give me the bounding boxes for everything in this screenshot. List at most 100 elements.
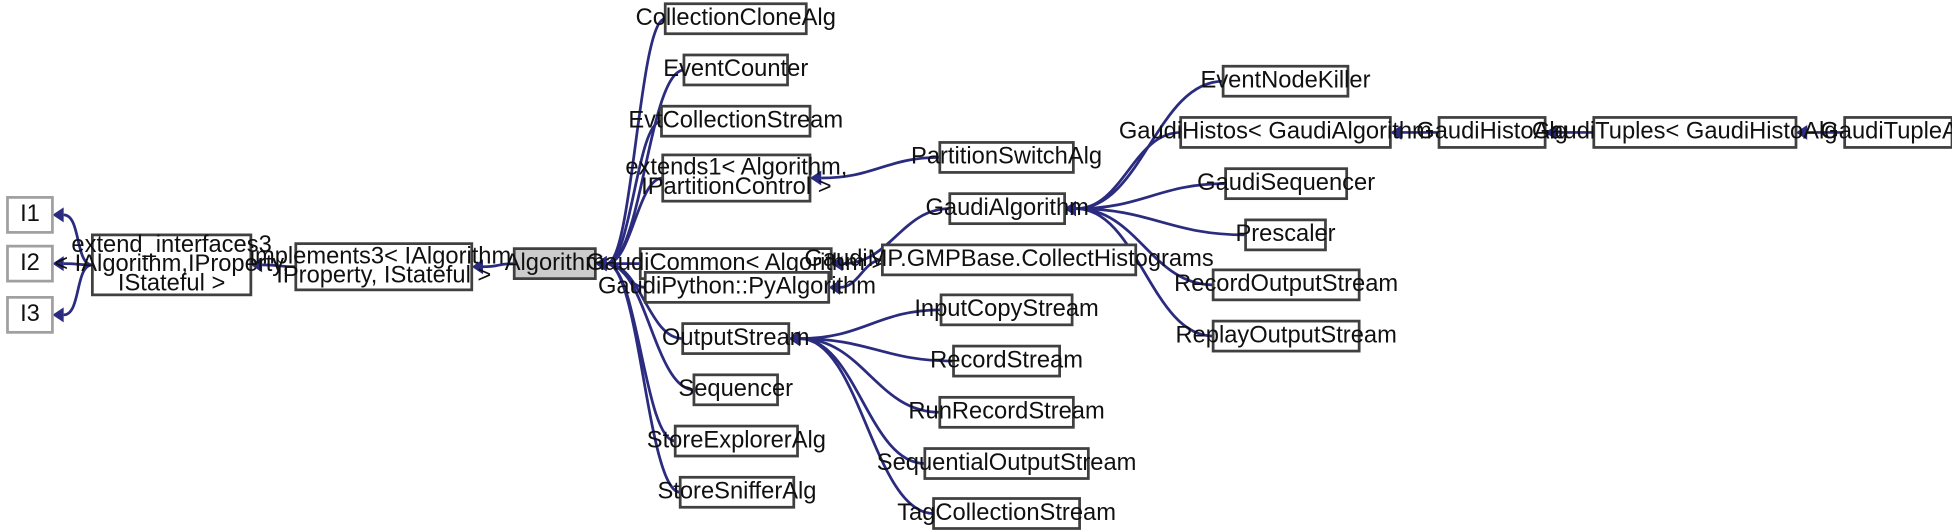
node-box[interactable] (1211, 319, 1361, 353)
node-box[interactable] (1244, 218, 1327, 252)
node-gaudituples[interactable]: GaudiTuples< GaudiHistoAlg > (1532, 116, 1858, 149)
node-implements3[interactable]: implements3< IAlgorithm,IProperty, IStat… (250, 242, 518, 292)
node-box[interactable] (1592, 116, 1798, 149)
node-box[interactable] (682, 53, 789, 87)
node-gaudihistoalg[interactable]: GaudiHistoAlg (1416, 116, 1568, 149)
inheritance-edge (799, 337, 934, 515)
node-label: ReplayOutputStream (1175, 322, 1396, 348)
node-label: I1 (20, 201, 40, 227)
node-algorithm[interactable]: Algorithm (505, 247, 605, 280)
node-box[interactable] (1437, 116, 1547, 149)
node-box[interactable] (663, 2, 808, 36)
node-outputstream[interactable]: OutputStream (662, 322, 810, 355)
node-box[interactable] (952, 344, 1061, 378)
node-gaudituplealg[interactable]: GaudiTupleAlg (1820, 116, 1952, 149)
node-evtcollectionstream[interactable]: EvtCollectionStream (628, 104, 843, 138)
node-label: GaudiSequencer (1197, 170, 1375, 196)
node-label: CollectionCloneAlg (636, 5, 836, 31)
node-partitionswitchalg[interactable]: PartitionSwitchAlg (911, 141, 1102, 174)
node-prescaler[interactable]: Prescaler (1235, 218, 1336, 252)
node-box[interactable] (939, 293, 1074, 327)
node-i1[interactable]: I1 (6, 196, 54, 234)
node-i3[interactable]: I3 (6, 295, 54, 334)
edge-arrowhead (52, 256, 64, 272)
node-box[interactable] (6, 244, 54, 283)
inheritance-edge (483, 262, 515, 269)
node-box[interactable] (881, 243, 1138, 277)
node-extends1[interactable]: extends1< Algorithm,IPartitionControl > (625, 153, 847, 203)
node-box[interactable] (938, 141, 1075, 174)
node-replayoutputstream[interactable]: ReplayOutputStream (1175, 319, 1397, 353)
node-box[interactable] (1224, 167, 1349, 201)
node-sequentialoutputstream[interactable]: SequentialOutputStream (877, 447, 1137, 480)
node-box[interactable] (692, 373, 779, 407)
node-collecthistograms[interactable]: GaudiMP.GMPBase.CollectHistograms (804, 243, 1214, 277)
inheritance-edge (1075, 182, 1226, 211)
node-label: I2 (20, 250, 40, 276)
node-tagcollectionstream[interactable]: TagCollectionStream (897, 497, 1116, 530)
inheritance-edge (842, 207, 950, 266)
node-storeexploreralg[interactable]: StoreExplorerAlg (647, 424, 826, 458)
node-label: implements3< IAlgorithm, (250, 243, 518, 269)
node-eventcounter[interactable]: EventCounter (663, 53, 808, 87)
inheritance-edge (821, 156, 940, 180)
edge-arrowhead (788, 331, 801, 347)
node-box[interactable] (661, 153, 812, 203)
node-label: StoreExplorerAlg (647, 427, 826, 453)
edge-arrowhead (471, 259, 484, 275)
inheritance-edge (606, 176, 664, 266)
node-box[interactable] (90, 233, 253, 297)
edges-layer (52, 17, 1845, 515)
node-gaudihistos[interactable]: GaudiHistos< GaudiAlgorithm > (1119, 116, 1452, 149)
node-eventnodekiller[interactable]: EventNodeKiller (1201, 64, 1371, 98)
edge-arrowhead (828, 279, 840, 295)
node-gaudialgorithm[interactable]: GaudiAlgorithm (926, 192, 1089, 226)
node-label: GaudiHistos< GaudiAlgorithm > (1119, 119, 1452, 145)
node-box[interactable] (673, 424, 799, 458)
node-box[interactable] (681, 322, 791, 355)
node-sequencer[interactable]: Sequencer (678, 373, 793, 407)
node-label: StoreSnifferAlg (657, 479, 816, 505)
inheritance-edge (1075, 131, 1181, 211)
inheritance-edge (262, 263, 296, 269)
inheritance-edge (63, 263, 93, 317)
node-box[interactable] (512, 247, 597, 280)
node-box[interactable] (678, 475, 796, 509)
edge-arrowhead (1064, 201, 1076, 217)
node-label: Prescaler (1235, 221, 1335, 247)
edge-arrowhead (1390, 124, 1402, 140)
node-gaudipythonpyalgorithm[interactable]: GaudiPython::PyAlgorithm (598, 270, 876, 304)
inheritance-edge (606, 262, 695, 392)
inheritance-edge (800, 337, 954, 363)
node-extend_interfaces3[interactable]: extend_interfaces3< IAlgorithm,IProperty… (54, 232, 289, 297)
node-box[interactable] (938, 395, 1075, 429)
node-label: EventNodeKiller (1201, 67, 1371, 93)
node-gaudisequencer[interactable]: GaudiSequencer (1197, 167, 1375, 201)
node-box[interactable] (660, 104, 812, 138)
inheritance-edge (1075, 207, 1214, 287)
node-box[interactable] (1221, 64, 1350, 98)
node-box[interactable] (1179, 116, 1392, 149)
node-runrecordstream[interactable]: RunRecordStream (908, 395, 1105, 429)
node-box[interactable] (948, 192, 1066, 226)
node-collectionclonealg[interactable]: CollectionCloneAlg (636, 2, 836, 36)
node-box[interactable] (6, 295, 54, 334)
node-box[interactable] (643, 270, 831, 304)
node-recordstream[interactable]: RecordStream (930, 344, 1083, 378)
node-storesnifferalg[interactable]: StoreSnifferAlg (657, 475, 817, 509)
node-box[interactable] (1211, 268, 1361, 302)
node-box[interactable] (294, 242, 474, 292)
node-i2[interactable]: I2 (6, 244, 54, 283)
node-box[interactable] (6, 196, 54, 234)
node-box[interactable] (1843, 116, 1952, 149)
edge-arrowhead (831, 256, 843, 272)
node-label: InputCopyStream (914, 296, 1098, 322)
node-label: EventCounter (663, 56, 808, 82)
node-box[interactable] (923, 447, 1090, 480)
node-recordoutputstream[interactable]: RecordOutputStream (1174, 268, 1398, 302)
node-label: IStateful > (118, 270, 225, 296)
node-box[interactable] (932, 497, 1081, 530)
node-inputcopystream[interactable]: InputCopyStream (914, 293, 1099, 327)
